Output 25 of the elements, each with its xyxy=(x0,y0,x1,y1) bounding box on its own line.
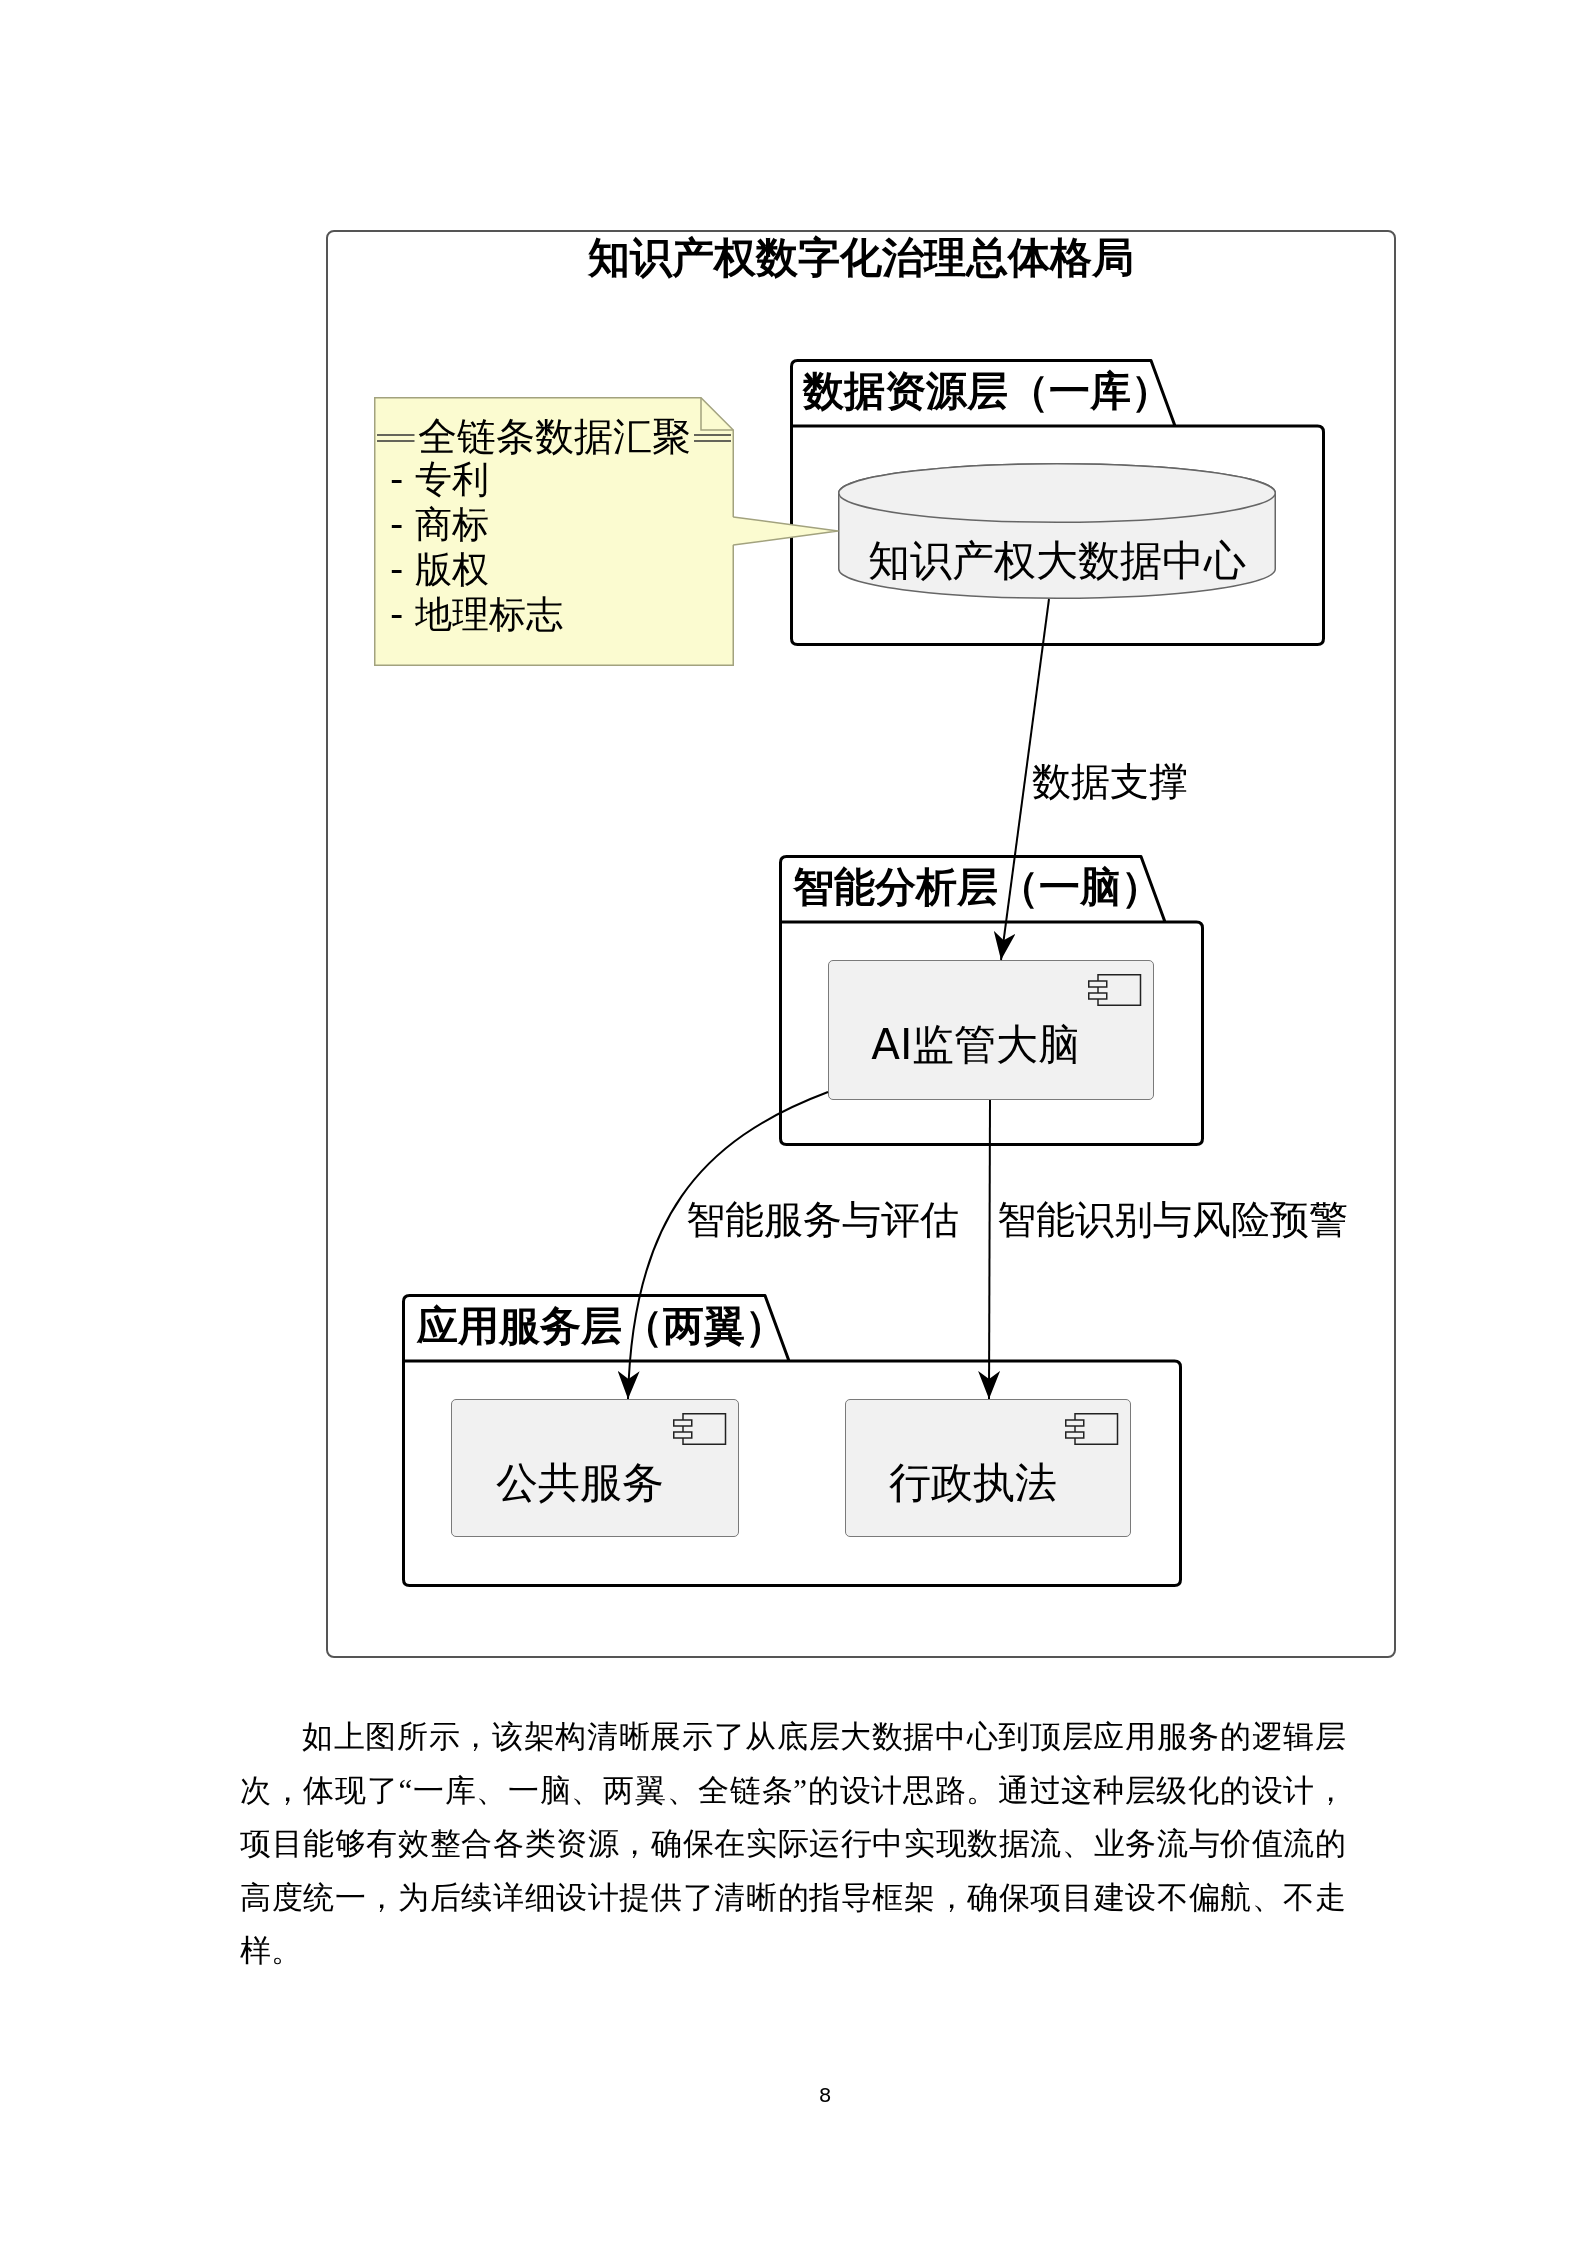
arrow xyxy=(993,598,1050,961)
package-title: 应用服务层（两翼） xyxy=(417,1300,786,1352)
package-title: 数据资源层（一库） xyxy=(803,365,1172,417)
callout-pointer xyxy=(732,516,839,546)
note-item: - 地理标志 xyxy=(390,591,564,638)
component-label: 公共服务 xyxy=(495,1456,664,1509)
note-box xyxy=(374,397,734,666)
note-item: - 版权 xyxy=(390,546,490,593)
arrow xyxy=(618,1091,829,1400)
database-cylinder xyxy=(838,463,1276,599)
component-box xyxy=(845,1399,1131,1537)
diagram-title: 知识产权数字化治理总体格局 xyxy=(588,231,1134,284)
component-label: AI监管大脑 xyxy=(871,1018,1081,1071)
component-label: 行政执法 xyxy=(889,1456,1057,1509)
package-title: 智能分析层（一脑） xyxy=(793,861,1162,913)
package-box xyxy=(779,855,1204,1146)
database-label: 知识产权大数据中心 xyxy=(868,534,1246,587)
body-paragraph: 如上图所示，该架构清晰展示了从底层大数据中心到顶层应用服务的逻辑层次，体现了“一库、一脑、两翼、全链条”的设计思路。通过这种层级化的设计，项目能够有效整合各类资源，确保在实际运行中实现数据流、业务流与价值流的高度统一，为后续详细设计提供了清晰的指导框架，确保项目建设不偏航、不走样。 xyxy=(240,1718,1346,1970)
arrow xyxy=(978,1099,1001,1400)
note-item: - 商标 xyxy=(390,501,490,548)
package-box xyxy=(402,1294,1182,1587)
page-number: 8 xyxy=(818,2082,832,2108)
package-box xyxy=(790,359,1325,646)
component-box xyxy=(451,1399,739,1537)
component-box xyxy=(827,960,1154,1100)
